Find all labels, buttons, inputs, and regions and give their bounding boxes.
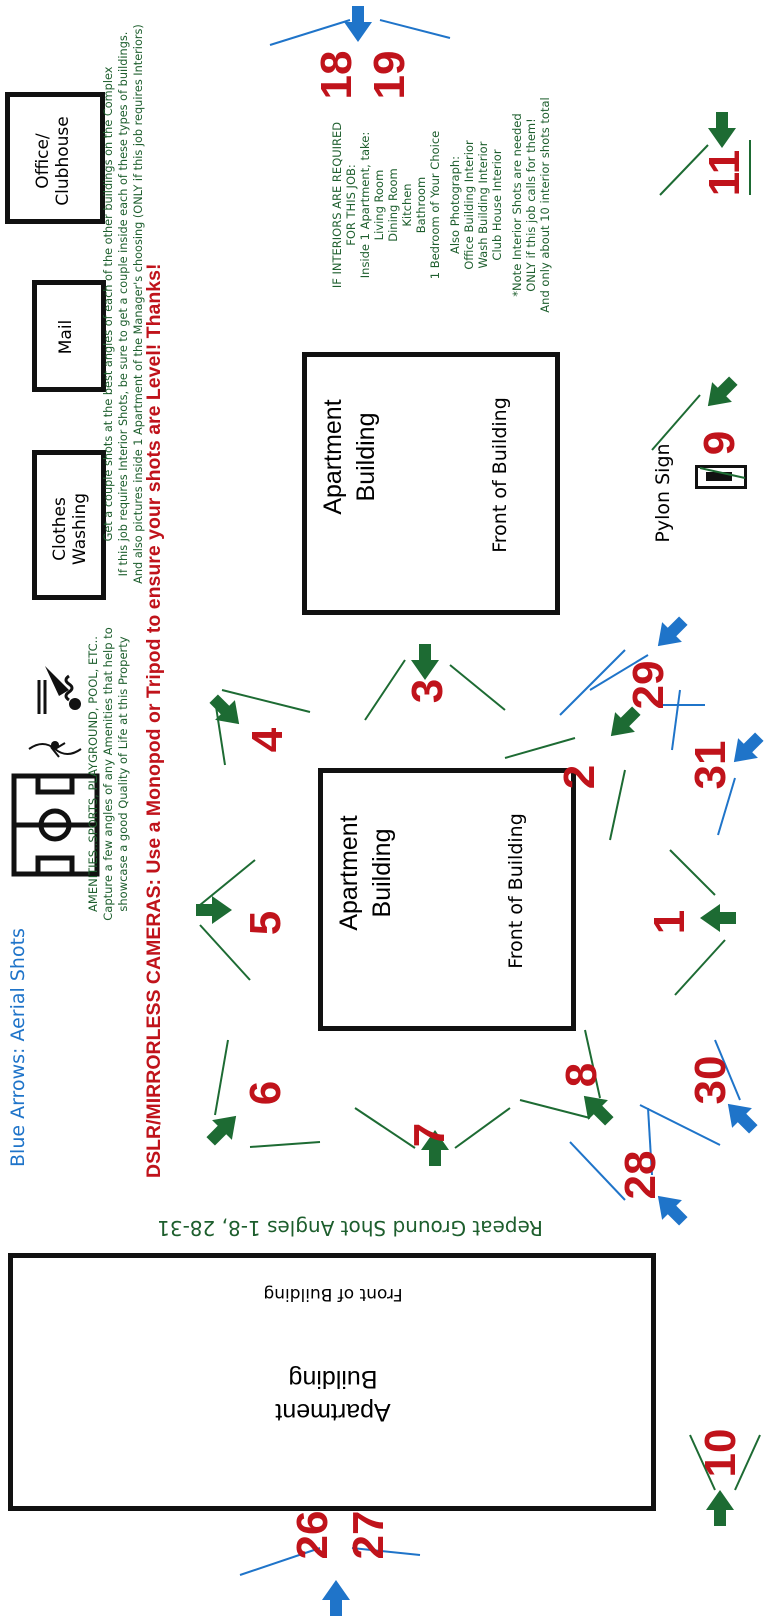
- shot-number-7: 7: [405, 1122, 454, 1148]
- shot-number-8: 8: [557, 1062, 606, 1088]
- shot-number-6: 6: [241, 1080, 290, 1106]
- shot-number-9: 9: [695, 430, 744, 456]
- mail-building: Mail: [32, 280, 106, 392]
- shot-number-27: 27: [344, 1510, 393, 1560]
- shot-number-31: 31: [686, 740, 735, 790]
- shot-number-11: 11: [700, 149, 749, 197]
- shot-number-4: 4: [243, 727, 292, 753]
- clothes-washing-building: Clothes Washing: [32, 450, 106, 600]
- apartment-building-top: Apartment Building Front of Building: [302, 352, 560, 615]
- shot-number-26: 26: [288, 1510, 337, 1560]
- shot-number-29: 29: [624, 660, 673, 710]
- apartment-building-bottom: Apartment Building Front of Building: [8, 1253, 656, 1511]
- office-clubhouse-building: Office/ Clubhouse: [5, 92, 105, 224]
- shot-number-19: 19: [365, 50, 414, 100]
- swimmer-icon: [37, 666, 81, 714]
- shot-number-1: 1: [645, 909, 694, 935]
- shot-number-30: 30: [686, 1055, 735, 1105]
- apartment-building-middle: Apartment Building Front of Building: [318, 768, 576, 1031]
- soccer-field-icon: [11, 773, 100, 877]
- shot-number-3: 3: [403, 678, 452, 704]
- playground-swing-icon: [28, 741, 82, 758]
- shot-number-5: 5: [241, 910, 290, 936]
- shot-number-10: 10: [696, 1428, 745, 1478]
- shot-number-28: 28: [616, 1150, 665, 1200]
- shot-number-18: 18: [312, 50, 361, 100]
- shot-number-2: 2: [555, 764, 604, 790]
